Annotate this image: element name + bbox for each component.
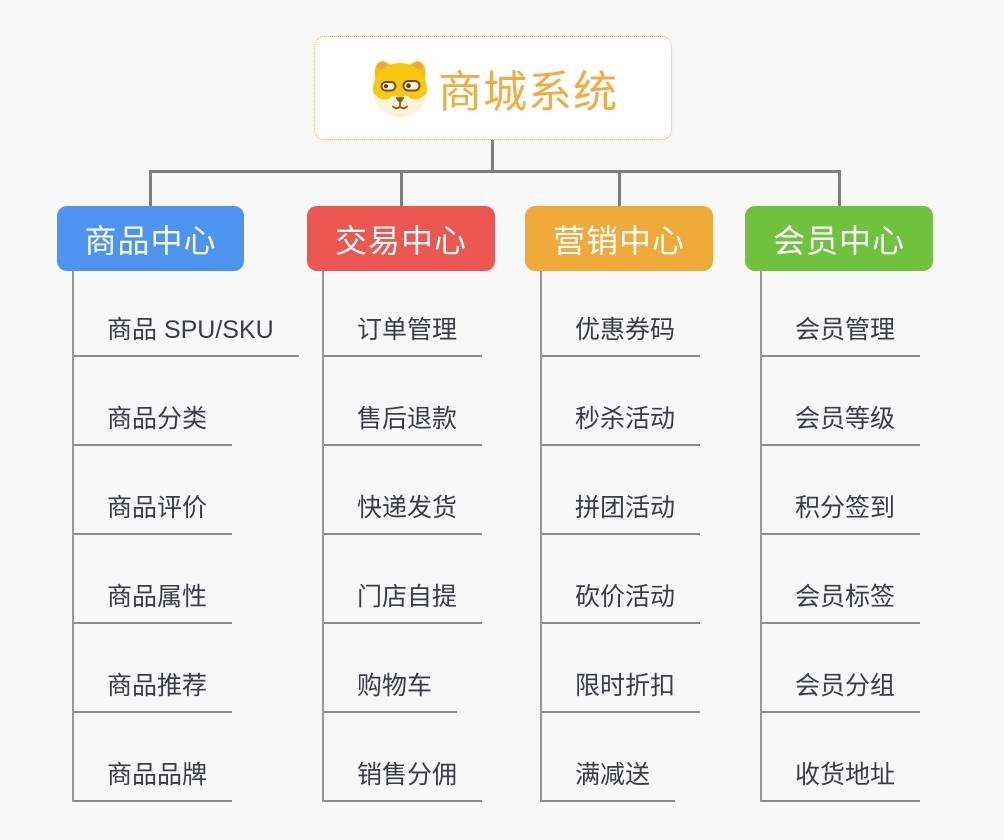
leaf-node[interactable]: 商品评价 (72, 446, 233, 535)
leaf-node[interactable]: 会员标签 (760, 535, 921, 624)
leaf-node[interactable]: 会员分组 (760, 624, 921, 713)
connector-drop-marketing (618, 170, 621, 206)
leaf-node[interactable]: 商品推荐 (72, 624, 233, 713)
leaf-node[interactable]: 会员等级 (760, 357, 921, 446)
connector-rail (149, 170, 841, 173)
leaf-node[interactable]: 商品品牌 (72, 713, 233, 802)
leaf-node[interactable]: 积分签到 (760, 446, 921, 535)
branch-node-product-center[interactable]: 商品中心 (57, 206, 244, 271)
connector-line (760, 271, 762, 802)
branch-children-trade-center: 订单管理 售后退款 快递发货 门店自提 购物车 销售分佣 (322, 271, 483, 802)
leaf-node[interactable]: 限时折扣 (540, 624, 701, 713)
connector-drop-member (838, 170, 841, 206)
leaf-node[interactable]: 售后退款 (322, 357, 483, 446)
leaf-node[interactable]: 商品属性 (72, 535, 233, 624)
branch-label: 营销中心 (552, 222, 685, 259)
leaf-node[interactable]: 销售分佣 (322, 713, 483, 802)
branch-label: 会员中心 (772, 222, 905, 259)
root-node[interactable]: 商城系统 (314, 36, 672, 140)
connector-line (540, 271, 542, 802)
leaf-node[interactable]: 快递发货 (322, 446, 483, 535)
branch-children-member-center: 会员管理 会员等级 积分签到 会员标签 会员分组 收货地址 (760, 271, 921, 802)
leaf-node[interactable]: 购物车 (322, 624, 458, 713)
connector-drop-trade (400, 170, 403, 206)
leaf-node[interactable]: 会员管理 (760, 271, 921, 357)
connector-line (72, 271, 74, 802)
leaf-node[interactable]: 收货地址 (760, 713, 921, 802)
connector-line (322, 271, 324, 802)
branch-node-member-center[interactable]: 会员中心 (745, 206, 933, 271)
leaf-node[interactable]: 商品 SPU/SKU (72, 271, 299, 357)
branch-children-marketing-center: 优惠券码 秒杀活动 拼团活动 砍价活动 限时折扣 满减送 (540, 271, 701, 802)
connector-root-stub (491, 140, 494, 172)
connector-drop-product (149, 170, 152, 206)
leaf-node[interactable]: 商品分类 (72, 357, 233, 446)
branch-label: 商品中心 (84, 222, 217, 259)
leaf-node[interactable]: 砍价活动 (540, 535, 701, 624)
leaf-node[interactable]: 订单管理 (322, 271, 483, 357)
branch-node-trade-center[interactable]: 交易中心 (307, 206, 495, 271)
branch-node-marketing-center[interactable]: 营销中心 (525, 206, 713, 271)
branch-children-product-center: 商品 SPU/SKU 商品分类 商品评价 商品属性 商品推荐 商品品牌 (72, 271, 299, 802)
leaf-node[interactable]: 秒杀活动 (540, 357, 701, 446)
doge-icon (373, 61, 427, 117)
root-title: 商城系统 (438, 68, 618, 117)
branch-label: 交易中心 (334, 222, 467, 259)
leaf-node[interactable]: 拼团活动 (540, 446, 701, 535)
leaf-node[interactable]: 优惠券码 (540, 271, 701, 357)
leaf-node[interactable]: 门店自提 (322, 535, 483, 624)
leaf-node[interactable]: 满减送 (540, 713, 676, 802)
